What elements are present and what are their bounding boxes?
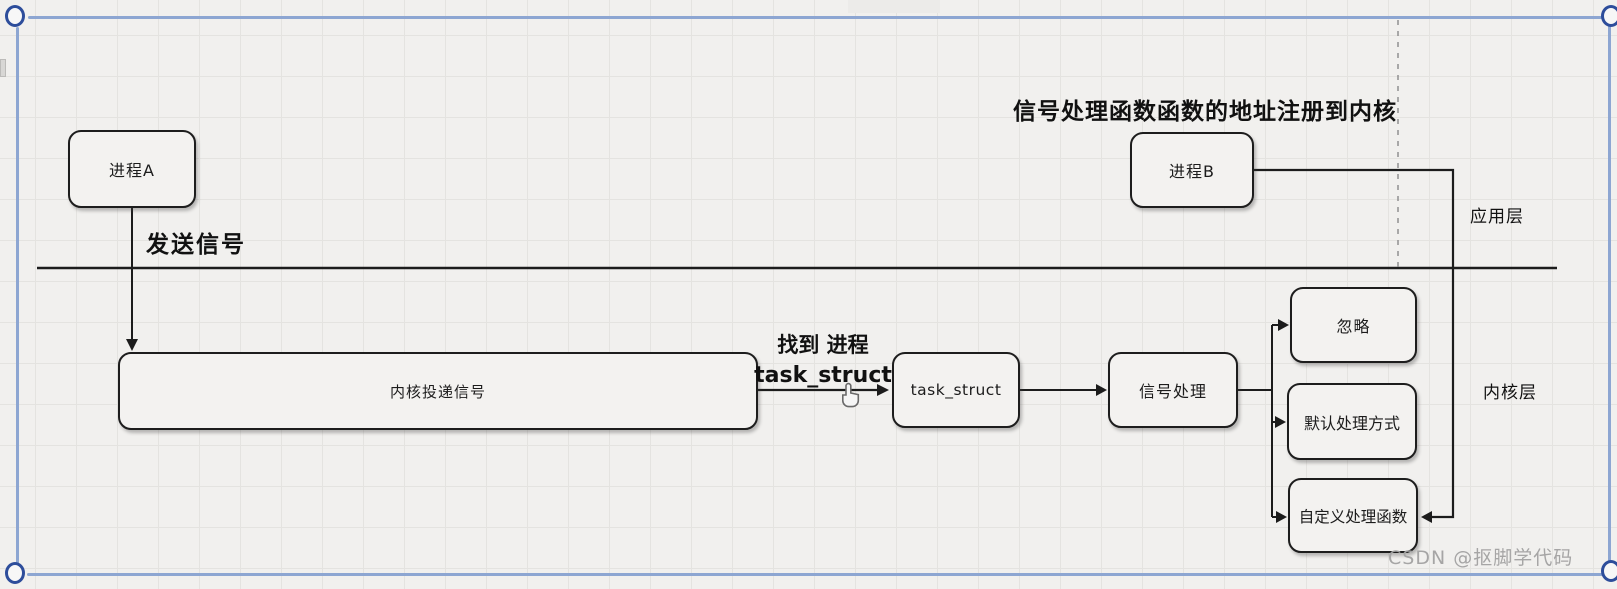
selection-frame-left <box>16 27 19 567</box>
arrowhead-right-icon <box>1096 384 1107 396</box>
node-process-b[interactable]: 进程B <box>1130 132 1254 208</box>
node-default-handling-label: 默认处理方式 <box>1303 413 1400 433</box>
node-task-struct-label: task_struct <box>910 381 1002 399</box>
arrowhead-right-icon <box>1278 319 1289 331</box>
top-edge-light-strip <box>848 0 940 13</box>
kernel-layer-label: 内核层 <box>1483 383 1537 403</box>
node-custom-handler[interactable]: 自定义处理函数 <box>1288 478 1418 553</box>
selection-frame-right <box>1608 20 1611 570</box>
arrowhead-left-icon <box>1421 511 1432 523</box>
find-process-label: 找到 进程 task_struct <box>748 330 898 392</box>
find-process-line2: task_struct <box>754 363 892 389</box>
node-ignore[interactable]: 忽略 <box>1290 287 1417 363</box>
selection-handle-bottom-left[interactable] <box>5 562 25 584</box>
arrowhead-right-icon <box>1275 416 1286 428</box>
find-process-line1: 找到 进程 <box>777 333 869 357</box>
node-process-a[interactable]: 进程A <box>68 130 196 208</box>
node-process-a-label: 进程A <box>109 161 155 180</box>
selection-handle-top-right[interactable] <box>1601 5 1617 27</box>
node-signal-handling-label: 信号处理 <box>1138 382 1207 401</box>
selection-frame-bottom <box>27 573 1603 576</box>
selection-handle-bottom-right[interactable] <box>1601 560 1617 582</box>
selection-handle-top-left[interactable] <box>5 5 25 27</box>
arrowhead-right-icon <box>1276 511 1287 523</box>
node-ignore-label: 忽略 <box>1336 317 1371 336</box>
csdn-watermark: CSDN @抠脚学代码 <box>1388 547 1574 569</box>
register-note-heading: 信号处理函数函数的地址注册到内核 <box>1013 99 1397 125</box>
app-layer-label: 应用层 <box>1470 207 1524 227</box>
selection-frame-top <box>28 16 1609 19</box>
node-task-struct[interactable]: task_struct <box>892 352 1020 428</box>
hand-cursor-icon <box>842 382 860 408</box>
arrowhead-down-icon <box>126 339 138 351</box>
node-default-handling[interactable]: 默认处理方式 <box>1287 383 1417 460</box>
send-signal-label: 发送信号 <box>146 232 246 258</box>
node-process-b-label: 进程B <box>1169 162 1215 181</box>
node-kernel-deliver-label: 内核投递信号 <box>389 382 486 401</box>
node-kernel-deliver[interactable]: 内核投递信号 <box>118 352 758 430</box>
node-signal-handling[interactable]: 信号处理 <box>1108 352 1238 428</box>
left-edge-partial-element <box>0 59 6 77</box>
node-custom-handler-label: 自定义处理函数 <box>1298 507 1408 526</box>
